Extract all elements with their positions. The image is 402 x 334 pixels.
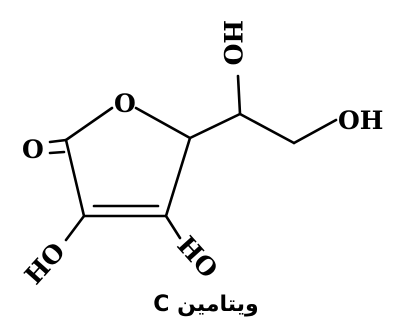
bond-c6-to-oh [292, 118, 338, 145]
bond-c1-carbonyl [48, 138, 68, 144]
bond-c2-to-oh [64, 214, 86, 242]
bond-c4-to-c3 [164, 136, 192, 218]
bond-c5-to-oh-top [236, 74, 242, 116]
hydroxyl-bottom-left-label: HO [19, 237, 71, 290]
hydroxyl-right-label: OH [338, 106, 383, 135]
bond-c4-to-c5 [188, 112, 242, 140]
hydroxyl-top-label: HO [218, 20, 247, 65]
carbonyl-oxygen-label: O [22, 135, 44, 164]
bond-c5-to-c6 [238, 112, 296, 145]
bond-ring-o-to-c4 [134, 106, 192, 140]
bond-c1-carbonyl-second [48, 150, 66, 155]
bond-c1-to-c2 [64, 138, 86, 218]
bond-c3-to-oh [164, 214, 182, 240]
ring-oxygen-label: O [114, 89, 136, 118]
bond-ring-o-to-c1 [64, 106, 114, 142]
molecule-caption: ویتامین C [153, 292, 259, 317]
vitamin-c-structure: O O HO OH HO HO [19, 20, 383, 290]
